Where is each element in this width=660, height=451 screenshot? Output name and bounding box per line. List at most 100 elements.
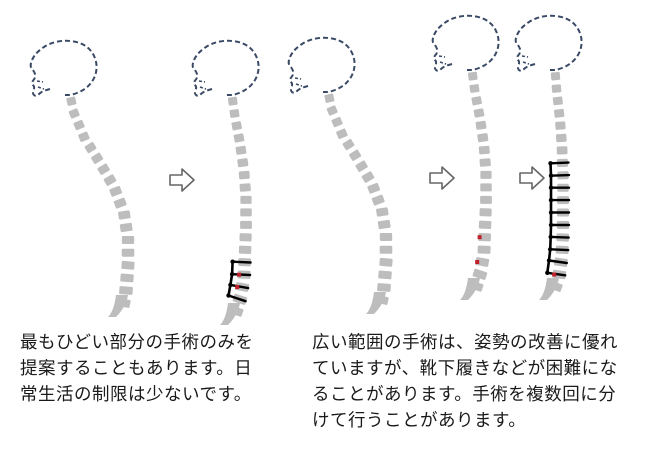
vertebra (371, 194, 385, 206)
vertebra (231, 121, 242, 131)
vertebra (555, 121, 566, 130)
figures-layer (29, 14, 583, 325)
vertebra (121, 236, 135, 244)
pedicle-screw (549, 235, 570, 239)
vertebra (229, 109, 240, 118)
skull-outline-icon (514, 14, 583, 72)
vertebra (556, 146, 568, 155)
caption-left-line-2: 提案することもあります。日 (20, 359, 253, 379)
vertebra (121, 260, 135, 270)
vertebra (377, 283, 391, 292)
pedicle-screw (549, 161, 570, 165)
arrow-right-1-icon (429, 166, 455, 190)
vertebra (555, 133, 567, 143)
pedicle-screw (549, 248, 570, 252)
vertebra (478, 145, 490, 155)
spine-intermediate-right (431, 14, 500, 300)
marker (235, 285, 240, 289)
vertebra (367, 182, 381, 194)
vertebra (331, 116, 343, 128)
vertebra (91, 152, 104, 164)
vertebra (235, 145, 247, 155)
vertebra (120, 273, 134, 283)
vertebra (119, 222, 133, 233)
vertebra (478, 220, 492, 229)
vertebra (240, 195, 252, 204)
vertebra (467, 71, 478, 81)
vertebra (342, 138, 355, 151)
vertebra (349, 149, 362, 161)
caption-right-line-2: ていますが、靴下履きなどが困難にな (312, 359, 618, 379)
fusion-rod (546, 163, 553, 273)
skull-outline-icon (29, 39, 98, 97)
spine-after-left-short-fusion (191, 39, 260, 325)
caption-right-line-3: ることがあります。手術を複数回に分 (312, 385, 617, 405)
vertebra (378, 270, 392, 280)
fusion-rod (227, 261, 234, 296)
vertebra (379, 233, 393, 241)
jaw-detail-icon (198, 80, 207, 90)
vertebra (473, 108, 485, 118)
jaw-detail-icon (521, 55, 530, 65)
vertebra (480, 195, 492, 204)
caption-right-line-1: 広い範囲の手術は、姿勢の改善に優れ (312, 333, 618, 353)
vertebra (238, 170, 250, 180)
vertebra (326, 105, 338, 116)
caption-right-line-4: けて行うことがあります。 (312, 411, 527, 431)
arrow-right-2-icon (519, 166, 545, 190)
vertebra (475, 257, 490, 267)
vertebra (240, 220, 252, 229)
arrow-left-icon (169, 168, 195, 192)
vertebra (355, 160, 368, 172)
marker (237, 272, 242, 277)
vertebra (477, 245, 491, 254)
vertebra (477, 133, 489, 143)
vertebra (475, 120, 487, 130)
vertebra (469, 84, 480, 93)
vertebra (121, 248, 135, 257)
jaw-detail-icon (294, 77, 303, 87)
vertebra (324, 93, 335, 103)
vertebra (103, 174, 117, 186)
sacrum (366, 292, 386, 314)
vertebra (550, 71, 561, 81)
vertebra (472, 268, 488, 280)
marker (552, 272, 557, 277)
vertebra (113, 197, 127, 209)
vertebra (118, 210, 131, 220)
vertebra (471, 96, 482, 106)
pedicle-screw (549, 173, 571, 177)
spine-before-right (287, 36, 393, 314)
vertebra (66, 96, 77, 106)
vertebra (553, 108, 565, 118)
vertebra (336, 128, 348, 140)
vertebra (97, 163, 110, 175)
pedicle-screw (231, 260, 252, 264)
pedicle-screw (227, 294, 247, 303)
vertebra (551, 84, 562, 93)
sacrum (108, 295, 128, 317)
marker (477, 235, 482, 240)
vertebra (239, 183, 251, 192)
vertebra (480, 170, 492, 179)
vertebra (73, 119, 85, 131)
vertebra (240, 208, 252, 217)
marker (475, 260, 480, 264)
vertebra (78, 131, 90, 143)
vertebra (227, 96, 238, 106)
vertebra (379, 245, 393, 254)
caption-right: 広い範囲の手術は、姿勢の改善に優れ ていますが、靴下履きなどが困難にな ることが… (312, 330, 652, 434)
sacrum (460, 278, 480, 300)
vertebra (233, 133, 245, 143)
pedicle-screw (229, 283, 250, 290)
vertebra (376, 207, 389, 217)
caption-left-line-1: 最もひどい部分の手術のみを (20, 333, 254, 353)
jaw-detail-icon (438, 55, 447, 65)
skull-outline-icon (431, 14, 500, 72)
vertebra (480, 183, 492, 192)
skull-outline-icon (191, 39, 260, 97)
spine-after-right-long-fusion (514, 14, 583, 300)
vertebra (84, 141, 97, 154)
jaw-detail-icon (36, 80, 45, 90)
